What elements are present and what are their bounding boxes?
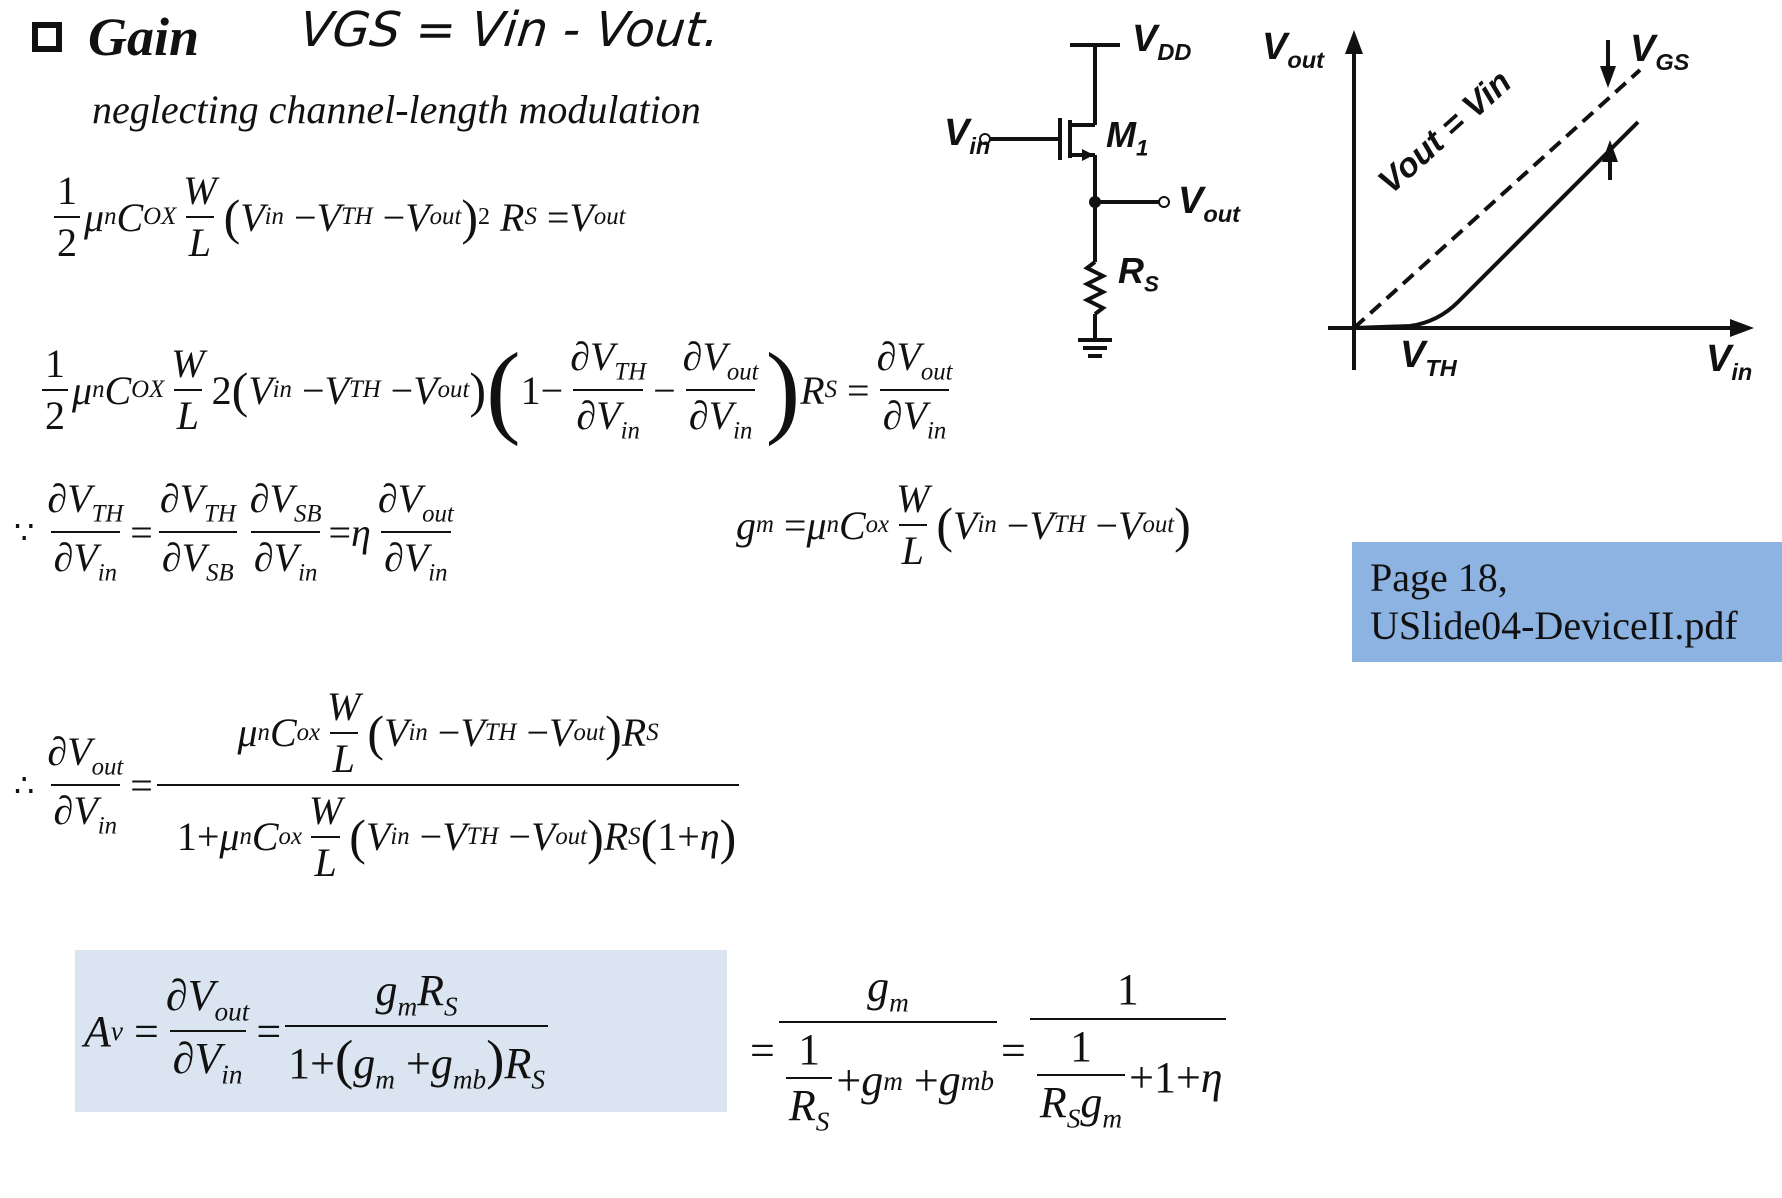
reference-file: USlide04-DeviceII.pdf (1370, 603, 1738, 648)
handwritten-note: VGS = Vin - Vout. (297, 2, 723, 58)
vin-label: Vin (944, 112, 991, 159)
vdd-label: VDD (1132, 18, 1192, 65)
reference-page: Page 18, (1370, 555, 1508, 600)
transfer-characteristic-graph (1328, 30, 1754, 370)
section-subtitle: neglecting channel-length modulation (92, 87, 701, 132)
graph-y-label: Vout (1262, 26, 1324, 73)
graph-vth-label: VTH (1400, 334, 1457, 381)
reference-box: Page 18, USlide04-DeviceII.pdf (1352, 542, 1782, 662)
section-title: Gain (88, 7, 200, 67)
equation-3: ∵ ∂VTH∂Vin= ∂VTH∂VSB ∂VSB∂Vin= η ∂Vout∂V… (14, 476, 454, 587)
source-follower-circuit (979, 43, 1170, 358)
graph-x-label: Vin (1706, 338, 1753, 385)
vout-label: Vout (1178, 180, 1240, 227)
rs-label: RS (1118, 250, 1159, 297)
checkbox-icon (32, 22, 62, 52)
graph-vgs-label: VGS (1630, 28, 1690, 75)
m1-label: M1 (1106, 114, 1149, 161)
